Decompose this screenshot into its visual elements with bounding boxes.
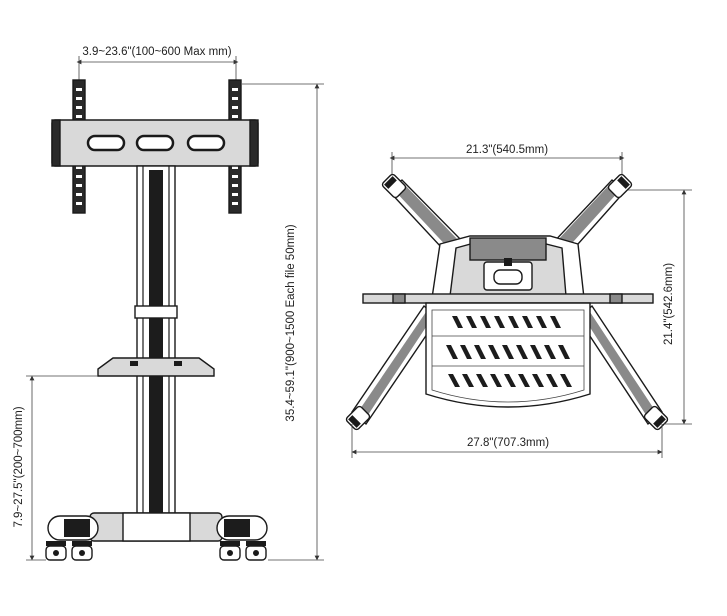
top-width-label: 21.3"(540.5mm) [466, 144, 548, 156]
vesa-width-dimension: 3.9~23.6"(100~600 Max mm) [76, 46, 239, 82]
mount-bracket [51, 79, 259, 214]
top-view: 21.3"(540.5mm) [345, 144, 692, 458]
shelf-height-dimension: 7.9~27.5"(200~700mm) [13, 375, 98, 561]
base-legs [351, 179, 663, 426]
top-width-dimension: 21.3"(540.5mm) [389, 144, 625, 190]
column [134, 165, 178, 519]
base-width-label: 27.8"(707.3mm) [467, 437, 549, 449]
base-width-dimension: 27.8"(707.3mm) [351, 424, 663, 458]
vesa-width-label: 3.9~23.6"(100~600 Max mm) [82, 46, 231, 58]
front-base [47, 512, 268, 542]
total-height-label: 35.4~59.1"(900~1500 Each file 50mm) [285, 224, 297, 421]
front-view: 3.9~23.6"(100~600 Max mm) [13, 46, 324, 561]
total-height-dimension: 35.4~59.1"(900~1500 Each file 50mm) [242, 83, 324, 561]
top-shelf [425, 302, 591, 408]
top-crossbar [362, 293, 654, 304]
top-casters [345, 173, 669, 431]
base-depth-label: 21.4"(542.6mm) [663, 263, 675, 345]
shelf-height-label: 7.9~27.5"(200~700mm) [13, 406, 25, 527]
front-shelf [97, 357, 215, 377]
front-casters [45, 541, 267, 561]
base-depth-dimension: 21.4"(542.6mm) [628, 189, 692, 425]
